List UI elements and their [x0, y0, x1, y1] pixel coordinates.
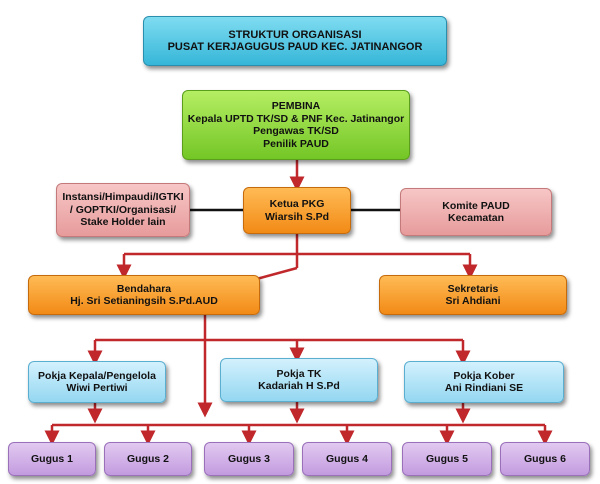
pembina-heading: PEMBINA — [271, 100, 321, 112]
pokja-kober-name: Ani Rindiani SE — [444, 382, 524, 394]
pokja-tk-box: Pokja TK Kadariah H S.Pd — [220, 358, 378, 402]
bendahara-box: Bendahara Hj. Sri Setianingsih S.Pd.AUD — [28, 275, 260, 315]
sekretaris-name: Sri Ahdiani — [445, 295, 501, 307]
title-line-1: STRUKTUR ORGANISASI — [228, 28, 362, 41]
gugus-label: Gugus 2 — [126, 452, 169, 465]
pembina-line-4: Penilik PAUD — [263, 137, 329, 150]
pokja-tk-name: Kadariah H S.Pd — [258, 380, 340, 392]
pembina-box: PEMBINA Kepala UPTD TK/SD & PNF Kec. Jat… — [182, 90, 410, 160]
gugus-label: Gugus 6 — [523, 452, 566, 465]
komite-box: Komite PAUD Kecamatan — [400, 188, 552, 236]
bendahara-role: Bendahara — [116, 282, 172, 295]
gugus-4-box: Gugus 4 — [302, 442, 392, 476]
gugus-1-box: Gugus 1 — [8, 442, 96, 476]
gugus-label: Gugus 3 — [227, 452, 270, 465]
instansi-box: Instansi/Himpaudi/IGTKI / GOPTKI/Organis… — [56, 183, 190, 237]
komite-line-2: Kecamatan — [447, 212, 505, 224]
sekretaris-role: Sekretaris — [447, 282, 499, 295]
pembina-line-2: Kepala UPTD TK/SD & PNF Kec. Jatinangor — [187, 112, 405, 125]
ketua-name: Wiarsih S.Pd — [264, 210, 330, 223]
pokja-kober-box: Pokja Kober Ani Rindiani SE — [404, 361, 564, 403]
gugus-6-box: Gugus 6 — [500, 442, 590, 476]
pokja-tk-role: Pokja TK — [276, 367, 322, 380]
gugus-label: Gugus 5 — [425, 452, 468, 465]
pokja-kepala-name: Wiwi Pertiwi — [66, 382, 128, 394]
pokja-kepala-box: Pokja Kepala/Pengelola Wiwi Pertiwi — [28, 361, 166, 403]
chart-title-box: STRUKTUR ORGANISASI PUSAT KERJAGUGUS PAU… — [143, 16, 447, 66]
instansi-line-3: Stake Holder lain — [80, 216, 166, 229]
instansi-line-2: / GOPTKI/Organisasi/ — [69, 203, 177, 216]
bendahara-name: Hj. Sri Setianingsih S.Pd.AUD — [70, 295, 218, 307]
sekretaris-box: Sekretaris Sri Ahdiani — [379, 275, 567, 315]
title-line-2: PUSAT KERJAGUGUS PAUD KEC. JATINANGOR — [167, 41, 423, 53]
ketua-box: Ketua PKG Wiarsih S.Pd — [243, 187, 351, 234]
gugus-2-box: Gugus 2 — [104, 442, 192, 476]
gugus-3-box: Gugus 3 — [204, 442, 294, 476]
pokja-kober-role: Pokja Kober — [453, 369, 515, 382]
ketua-role: Ketua PKG — [269, 198, 325, 210]
komite-line-1: Komite PAUD — [442, 199, 510, 212]
gugus-5-box: Gugus 5 — [402, 442, 492, 476]
gugus-label: Gugus 1 — [30, 452, 73, 465]
instansi-line-1: Instansi/Himpaudi/IGTKI — [62, 191, 184, 204]
gugus-label: Gugus 4 — [325, 452, 368, 465]
pokja-kepala-role: Pokja Kepala/Pengelola — [38, 369, 156, 382]
pembina-line-3: Pengawas TK/SD — [253, 125, 339, 137]
